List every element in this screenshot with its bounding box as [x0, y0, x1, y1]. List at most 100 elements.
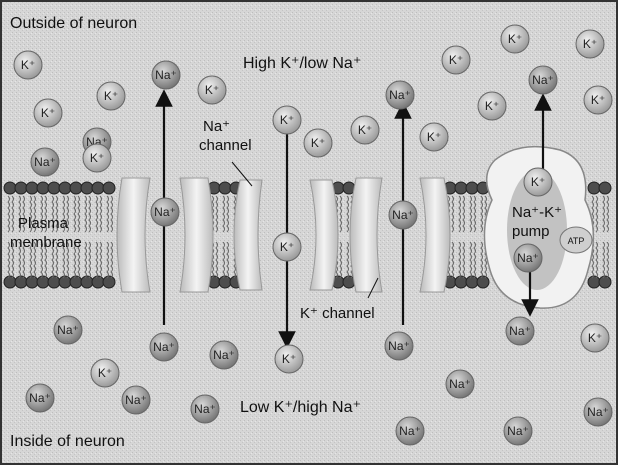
lipid-head [70, 276, 82, 288]
lipid-head [599, 182, 611, 194]
lipid-head [599, 276, 611, 288]
potassium-ion: K⁺ [478, 92, 506, 120]
lipid-head [81, 182, 93, 194]
lipid-head [455, 276, 467, 288]
potassium-ion: K⁺ [34, 99, 62, 127]
k-channel-label: K⁺ channel [300, 305, 375, 322]
inside-concentration-label: Low K⁺/high Na⁺ [240, 399, 361, 416]
sodium-ion: Na⁺ [506, 317, 534, 345]
sodium-ion-label: Na⁺ [154, 205, 176, 219]
potassium-ion: K⁺ [91, 359, 119, 387]
atp-label: ATP [568, 236, 585, 246]
potassium-ion-label: K⁺ [280, 113, 294, 127]
lipid-head [70, 182, 82, 194]
potassium-ion: K⁺ [581, 324, 609, 352]
sodium-ion: Na⁺ [504, 417, 532, 445]
lipid-head [219, 276, 231, 288]
potassium-ion: K⁺ [576, 30, 604, 58]
sodium-ion: Na⁺ [54, 316, 82, 344]
lipid-head [103, 182, 115, 194]
sodium-ion-label: Na⁺ [507, 424, 529, 438]
potassium-ion-label: K⁺ [98, 366, 112, 380]
lipid-head [588, 276, 600, 288]
sodium-ion-label: Na⁺ [153, 340, 175, 354]
lipid-head [26, 276, 38, 288]
outside-label: Outside of neuron [10, 15, 137, 32]
lipid-head [103, 276, 115, 288]
pump-label-line2: pump [512, 223, 550, 240]
lipid-head [81, 276, 93, 288]
membrane-label-line1: Plasma [18, 215, 69, 232]
sodium-ion-label: Na⁺ [125, 393, 147, 407]
sodium-ion: Na⁺ [584, 398, 612, 426]
sodium-ion-label: Na⁺ [388, 339, 410, 353]
sodium-ion: Na⁺ [389, 201, 417, 229]
lipid-head [466, 276, 478, 288]
lipid-head [48, 276, 60, 288]
potassium-ion-label: K⁺ [588, 331, 602, 345]
sodium-ion: Na⁺ [122, 386, 150, 414]
potassium-ion-label: K⁺ [427, 130, 441, 144]
sodium-ion: Na⁺ [151, 198, 179, 226]
sodium-ion-label: Na⁺ [532, 73, 554, 87]
potassium-ion: K⁺ [501, 25, 529, 53]
sodium-ion-label: Na⁺ [389, 88, 411, 102]
potassium-ion-label: K⁺ [449, 53, 463, 67]
lipid-head [37, 276, 49, 288]
potassium-ion: K⁺ [198, 76, 226, 104]
sodium-ion: Na⁺ [152, 61, 180, 89]
potassium-ion: K⁺ [273, 106, 301, 134]
potassium-ion: K⁺ [83, 144, 111, 172]
sodium-ion: Na⁺ [446, 370, 474, 398]
na-channel-label-line1: Na⁺ [203, 118, 230, 135]
sodium-ion: Na⁺ [191, 395, 219, 423]
potassium-ion: K⁺ [273, 233, 301, 261]
potassium-ion-label: K⁺ [485, 99, 499, 113]
lipid-head [466, 182, 478, 194]
potassium-ion: K⁺ [420, 123, 448, 151]
potassium-ion-label: K⁺ [583, 37, 597, 51]
sodium-ion-label: Na⁺ [392, 208, 414, 222]
potassium-ion-label: K⁺ [508, 32, 522, 46]
potassium-ion-label: K⁺ [41, 106, 55, 120]
lipid-head [455, 182, 467, 194]
sodium-ion-label: Na⁺ [517, 251, 539, 265]
potassium-ion: K⁺ [584, 86, 612, 114]
potassium-ion-label: K⁺ [311, 136, 325, 150]
pump-label-line1: Na⁺-K⁺ [512, 204, 562, 221]
lipid-head [37, 182, 49, 194]
inside-label: Inside of neuron [10, 433, 125, 450]
potassium-ion-label: K⁺ [531, 175, 545, 189]
sodium-ion-label: Na⁺ [399, 424, 421, 438]
lipid-head [92, 182, 104, 194]
lipid-head [59, 276, 71, 288]
lipid-head [588, 182, 600, 194]
sodium-ion-label: Na⁺ [34, 155, 56, 169]
lipid-head [48, 182, 60, 194]
sodium-ion-label: Na⁺ [213, 348, 235, 362]
sodium-ion: Na⁺ [396, 417, 424, 445]
potassium-ion-label: K⁺ [90, 151, 104, 165]
membrane-label-line2: membrane [10, 234, 82, 251]
sodium-ion-label: Na⁺ [587, 405, 609, 419]
lipid-head [59, 182, 71, 194]
potassium-ion-label: K⁺ [358, 123, 372, 137]
sodium-ion: Na⁺ [514, 244, 542, 272]
sodium-ion-label: Na⁺ [194, 402, 216, 416]
sodium-ion-label: Na⁺ [29, 391, 51, 405]
lipid-head [4, 182, 16, 194]
lipid-head [477, 276, 489, 288]
potassium-ion-label: K⁺ [21, 58, 35, 72]
potassium-ion: K⁺ [351, 116, 379, 144]
sodium-ion: Na⁺ [26, 384, 54, 412]
potassium-ion-label: K⁺ [591, 93, 605, 107]
potassium-ion: K⁺ [304, 129, 332, 157]
potassium-ion-label: K⁺ [280, 240, 294, 254]
lipid-head [219, 182, 231, 194]
sodium-ion-label: Na⁺ [509, 324, 531, 338]
outside-concentration-label: High K⁺/low Na⁺ [243, 55, 361, 72]
potassium-ion: K⁺ [275, 345, 303, 373]
lipid-head [15, 182, 27, 194]
